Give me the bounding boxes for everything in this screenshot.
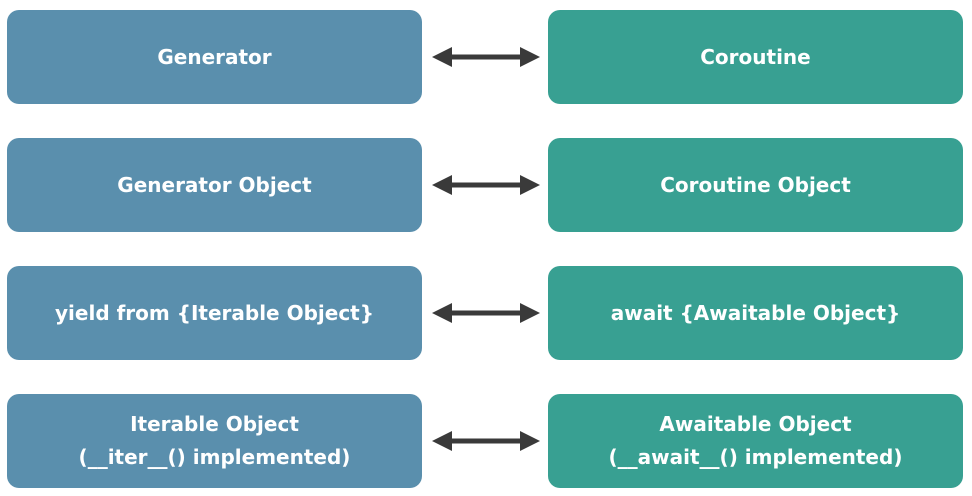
double-arrow-icon	[432, 303, 540, 323]
yield-from-box: yield from {Iterable Object}	[7, 266, 422, 360]
coroutine-box: Coroutine	[548, 10, 963, 104]
row-yield-await: yield from {Iterable Object} await {Awai…	[0, 266, 972, 360]
row-generator: Generator Coroutine	[0, 10, 972, 104]
awaitable-object-box: Awaitable Object (__await__() implemente…	[548, 394, 963, 488]
row-generator-object: Generator Object Coroutine Object	[0, 138, 972, 232]
generator-box: Generator	[7, 10, 422, 104]
double-arrow-icon	[432, 431, 540, 451]
iterable-object-box: Iterable Object (__iter__() implemented)	[7, 394, 422, 488]
coroutine-object-box: Coroutine Object	[548, 138, 963, 232]
double-arrow-icon	[432, 175, 540, 195]
row-iterable-awaitable: Iterable Object (__iter__() implemented)…	[0, 394, 972, 488]
double-arrow-icon	[432, 47, 540, 67]
generator-object-box: Generator Object	[7, 138, 422, 232]
await-box: await {Awaitable Object}	[548, 266, 963, 360]
